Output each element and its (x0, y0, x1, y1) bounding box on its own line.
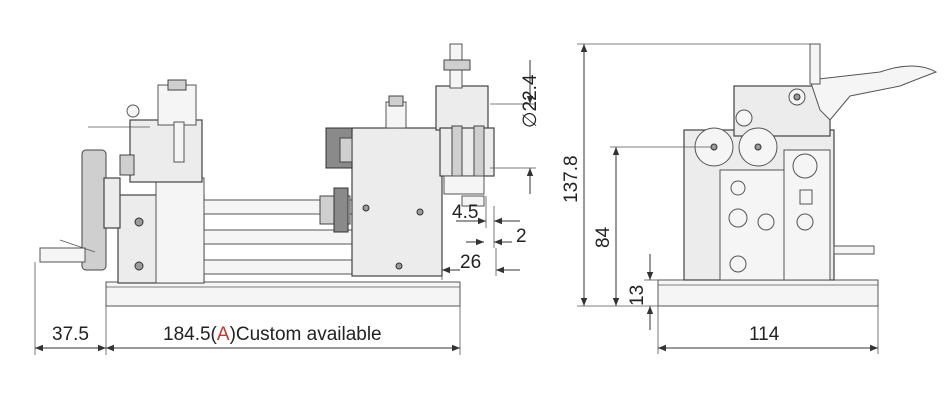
side-view-dimensions: 137.8 84 13 114 (561, 43, 879, 354)
side-lever-arm (809, 65, 938, 121)
dim-4-5: 4.5 (452, 202, 478, 223)
dim-26: 26 (460, 252, 481, 273)
dim-height-total: 137.8 (561, 155, 582, 203)
dim-length-paren-close: ) (230, 324, 236, 345)
crank-handle (39, 247, 86, 263)
dim-length-paren-open: ( (211, 324, 218, 345)
dim-height-base: 13 (627, 285, 648, 306)
dim-length-label: 184.5(A)Custom available (163, 324, 382, 345)
dim-2: 2 (516, 226, 527, 247)
dim-height-roller: 84 (593, 226, 614, 248)
dim-length-value: 184.5 (163, 324, 211, 345)
front-view-machine (39, 43, 495, 307)
roller-head (435, 85, 489, 131)
rail-gear (333, 187, 349, 233)
side-pin (833, 245, 875, 255)
guide-rail-middle (203, 229, 355, 245)
side-upper-head (733, 85, 831, 137)
dim-left-offset: 37.5 (52, 324, 89, 345)
dim-length-note: Custom available (236, 324, 382, 345)
dim-diameter: ∅22.4 (520, 74, 541, 128)
left-tool-head (129, 119, 203, 183)
right-housing (351, 127, 443, 277)
dim-length-mark: A (217, 324, 230, 345)
guide-rail-bottom (203, 259, 355, 275)
dim-width: 114 (749, 324, 780, 345)
side-view-machine (657, 43, 938, 307)
side-base-plate (657, 279, 879, 307)
base-plate (105, 281, 461, 307)
front-view-dimensions: 37.5 184.5(A)Custom available ∅22.4 4.5 … (34, 60, 541, 355)
